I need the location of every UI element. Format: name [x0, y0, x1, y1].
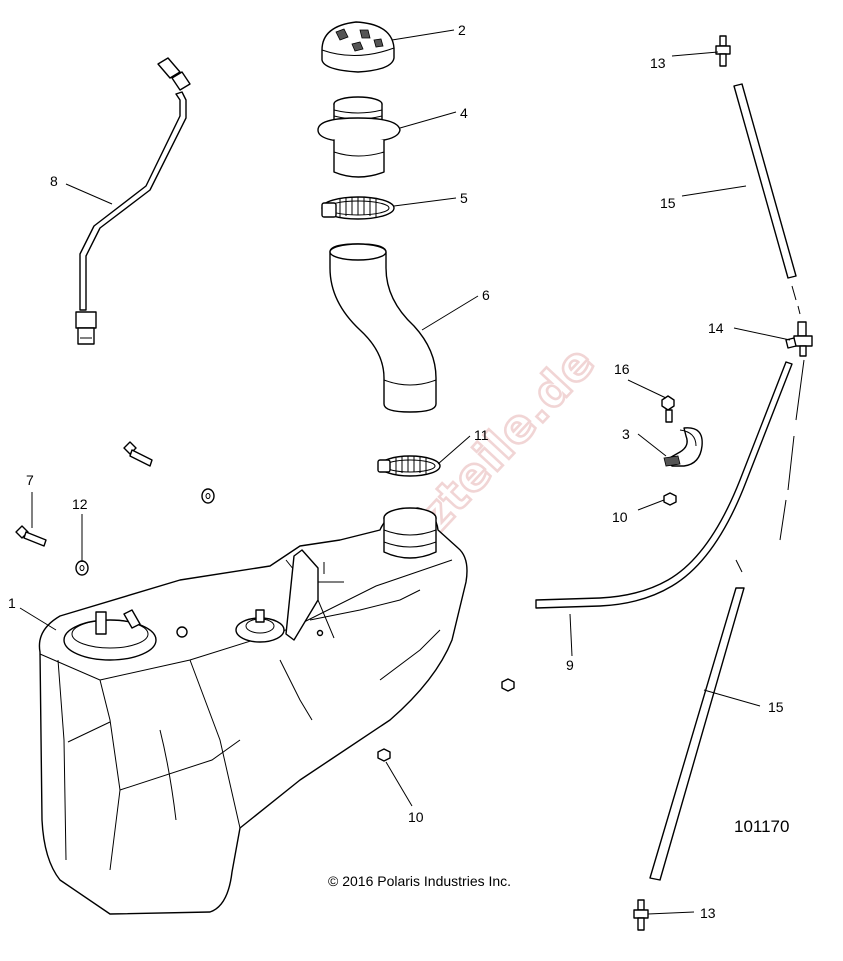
washer-12[interactable] — [75, 560, 89, 576]
filler-neck[interactable] — [317, 96, 401, 178]
callout-labels: 1 2 3 4 5 6 7 8 9 10 10 11 12 13 13 14 1… — [8, 22, 784, 921]
vent-tube-9[interactable] — [535, 361, 793, 609]
vent-tube-lower[interactable] — [649, 359, 805, 881]
callout-8: 8 — [50, 173, 58, 189]
vent-check-valve-upper[interactable] — [715, 35, 731, 67]
callout-6: 6 — [482, 287, 490, 303]
nut-middle[interactable] — [501, 678, 515, 692]
nut-lower[interactable] — [377, 748, 391, 762]
fill-hose[interactable] — [329, 243, 437, 413]
vent-tube-upper[interactable] — [733, 83, 801, 315]
fuel-cap[interactable] — [321, 21, 395, 73]
copyright-notice: © 2016 Polaris Industries Inc. — [328, 873, 511, 889]
nut-upper[interactable] — [663, 492, 677, 506]
callout-11: 11 — [474, 427, 489, 443]
callout-15-upper: 15 — [660, 195, 676, 211]
callout-15-lower: 15 — [768, 699, 784, 715]
leader-lines — [19, 29, 791, 915]
callout-4: 4 — [460, 105, 468, 121]
fuel-tank[interactable] — [38, 507, 468, 915]
callout-5: 5 — [460, 190, 468, 206]
callout-14: 14 — [708, 320, 724, 336]
vent-line-fitting[interactable] — [75, 57, 191, 345]
callout-2: 2 — [458, 22, 466, 38]
callout-10-upper: 10 — [612, 509, 628, 525]
hose-clamp-upper[interactable] — [321, 196, 395, 220]
tank-bolt-upper[interactable] — [123, 441, 153, 467]
callout-13-upper: 13 — [650, 55, 666, 71]
washer-upper[interactable] — [201, 488, 215, 504]
hose-clip[interactable] — [663, 427, 703, 467]
screw-16[interactable] — [661, 395, 675, 423]
callout-12: 12 — [72, 496, 88, 512]
tank-bolt-7[interactable] — [15, 525, 47, 547]
callout-3: 3 — [622, 426, 630, 442]
figure-number: 101170 — [734, 817, 789, 836]
callout-13-lower: 13 — [700, 905, 716, 921]
callout-9: 9 — [566, 657, 574, 673]
callout-10-lower: 10 — [408, 809, 424, 825]
tee-fitting[interactable] — [785, 321, 813, 357]
hose-clamp-lower[interactable] — [377, 455, 441, 477]
callout-7: 7 — [26, 472, 34, 488]
callout-1: 1 — [8, 595, 16, 611]
vent-check-valve-lower[interactable] — [633, 899, 649, 931]
callout-16: 16 — [614, 361, 630, 377]
